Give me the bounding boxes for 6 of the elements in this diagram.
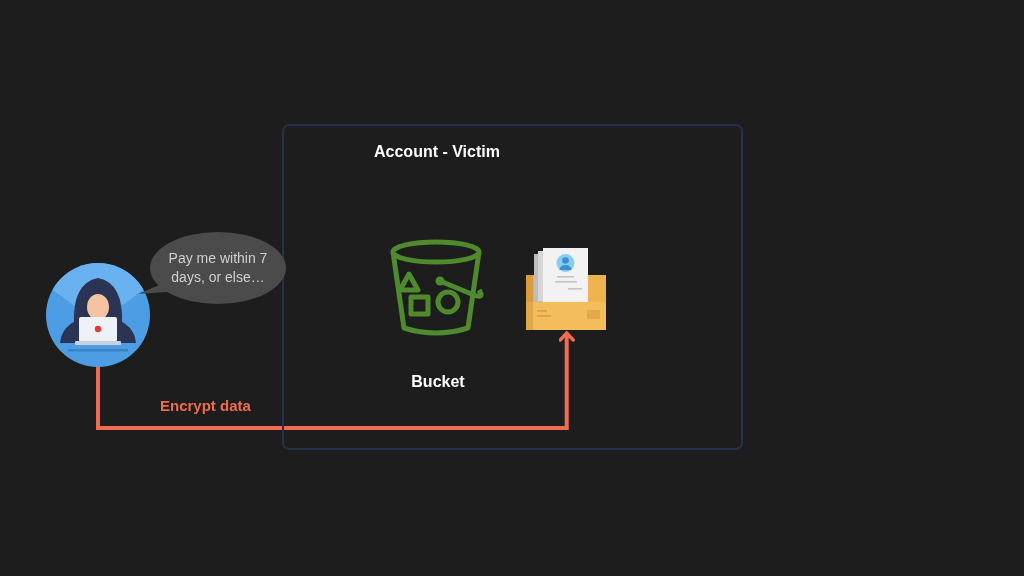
bubble-text: Pay me within 7 days, or else… [167,249,269,287]
arrow [96,331,575,430]
group-title: Account - Victim [374,143,500,161]
account-boundary [282,124,743,450]
node-label: Bucket [410,372,466,391]
edge-label: Encrypt data [158,397,253,414]
